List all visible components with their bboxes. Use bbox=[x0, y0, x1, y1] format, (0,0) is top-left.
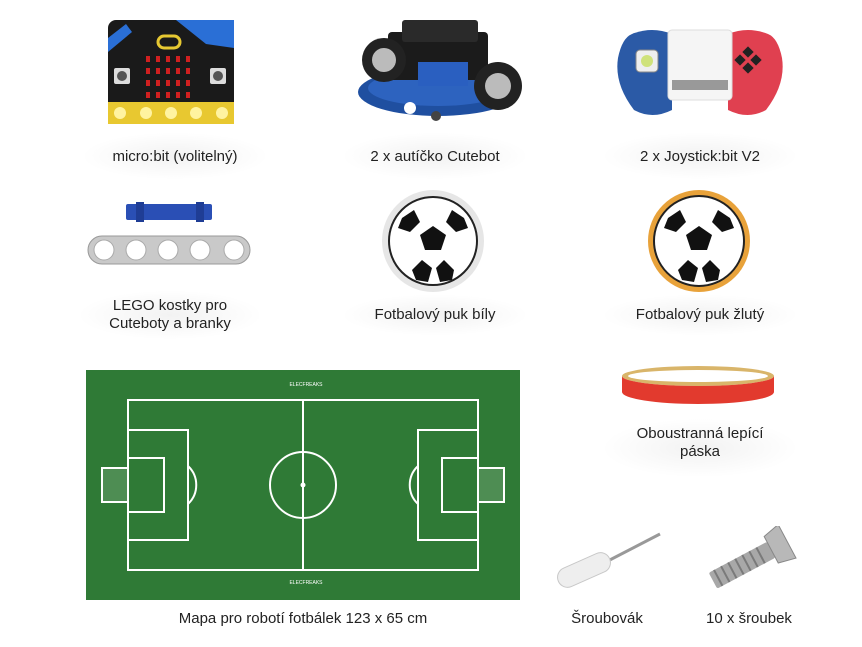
puck-white-label: Fotbalový puk bíly bbox=[374, 306, 496, 323]
soccer-field-map-icon bbox=[86, 370, 520, 600]
label-glow bbox=[600, 132, 800, 180]
map-brand-bottom: ELECFREAKS bbox=[289, 580, 323, 586]
microbit-label: micro:bit (volitelný) bbox=[112, 148, 238, 165]
label-glow bbox=[600, 294, 800, 336]
microbit-item: micro:bit (volitelný) bbox=[80, 10, 270, 180]
cutebot-label: 2 x autíčko Cutebot bbox=[370, 148, 500, 165]
label-glow bbox=[76, 290, 264, 340]
map-label: Mapa pro robotí fotbálek 123 x 65 cm bbox=[178, 610, 428, 627]
screwdriver-label: Šroubovák bbox=[571, 610, 643, 627]
cutebot-car-icon bbox=[358, 20, 522, 121]
joystick-gamepad-icon bbox=[617, 29, 783, 115]
tape-label-line1: Oboustranná lepící bbox=[636, 425, 764, 442]
map-item: ELECFREAKS ELECFREAKS Mapa pro robotí fo… bbox=[86, 370, 522, 640]
map-brand-top: ELECFREAKS bbox=[289, 382, 323, 388]
joystick-label: 2 x Joystick:bit V2 bbox=[639, 148, 761, 165]
puck-white-item: Fotbalový puk bíly bbox=[340, 186, 530, 336]
label-glow bbox=[600, 418, 800, 478]
screwdriver-item: Šroubovák bbox=[548, 528, 666, 638]
screw-icon bbox=[709, 526, 797, 588]
lego-item: LEGO kostky pro Cuteboty a branky bbox=[70, 190, 270, 340]
screws-label: 10 x šroubek bbox=[706, 610, 792, 627]
lego-label-line1: LEGO kostky pro bbox=[112, 297, 228, 314]
lego-beam-icon bbox=[87, 202, 251, 265]
tape-label-line2: páska bbox=[679, 443, 721, 460]
joystick-item: 2 x Joystick:bit V2 bbox=[600, 10, 800, 180]
puck-yellow-label: Fotbalový puk žlutý bbox=[635, 306, 765, 323]
soccer-ball-white-icon bbox=[382, 190, 484, 292]
cutebot-item: 2 x autíčko Cutebot bbox=[340, 10, 530, 180]
soccer-ball-yellow-icon bbox=[648, 190, 750, 292]
label-glow bbox=[340, 294, 530, 336]
tape-roll-icon bbox=[622, 366, 774, 404]
label-glow bbox=[340, 132, 530, 180]
lego-label-line2: Cuteboty a branky bbox=[109, 315, 231, 332]
screws-item: 10 x šroubek bbox=[688, 524, 810, 638]
screwdriver-icon bbox=[557, 532, 661, 588]
label-glow bbox=[80, 132, 270, 180]
puck-yellow-item: Fotbalový puk žlutý bbox=[600, 186, 800, 336]
microbit-board-icon bbox=[108, 20, 234, 124]
tape-item: Oboustranná lepící páska bbox=[600, 360, 800, 490]
